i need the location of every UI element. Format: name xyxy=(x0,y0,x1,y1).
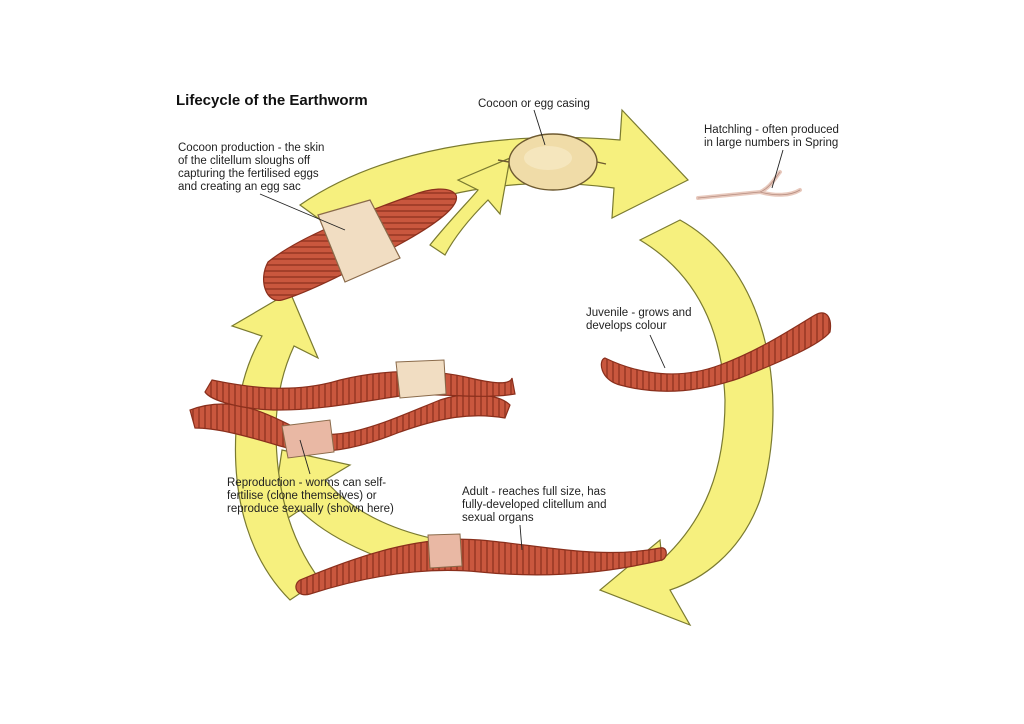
leader-reproduction xyxy=(299,439,311,475)
adult-clitellum xyxy=(427,533,463,569)
leader-cocoon xyxy=(533,109,546,146)
hatchling-worm xyxy=(696,170,802,200)
label-cocoon: Cocoon or egg casing xyxy=(478,98,590,110)
cocoon-production-worm xyxy=(263,188,458,301)
leader-juvenile xyxy=(649,334,666,369)
arrow-to-cocoon xyxy=(429,157,511,256)
leader-cocoon-production xyxy=(259,193,346,231)
leader-adult xyxy=(519,524,523,551)
juvenile-worm xyxy=(600,312,832,392)
arrow-right xyxy=(598,219,774,627)
clitellum-sac xyxy=(317,199,401,283)
clitellum-upper xyxy=(395,359,447,399)
leader-hatchling xyxy=(771,149,784,189)
label-adult: Adult - reaches full size, has fully-dev… xyxy=(462,486,607,524)
label-hatchling: Hatchling - often produced in large numb… xyxy=(704,124,839,149)
label-cocoon-production: Cocoon production - the skin of the clit… xyxy=(178,142,325,193)
diagram-title: Lifecycle of the Earthworm xyxy=(176,92,368,109)
cocoon-egg xyxy=(497,133,607,191)
reproduction-worms xyxy=(189,359,516,459)
clitellum-lower xyxy=(281,419,335,459)
adult-worm xyxy=(295,533,667,596)
label-reproduction: Reproduction - worms can self- fertilise… xyxy=(227,477,394,515)
label-juvenile: Juvenile - grows and develops colour xyxy=(586,307,692,332)
leader-lines xyxy=(259,109,784,551)
